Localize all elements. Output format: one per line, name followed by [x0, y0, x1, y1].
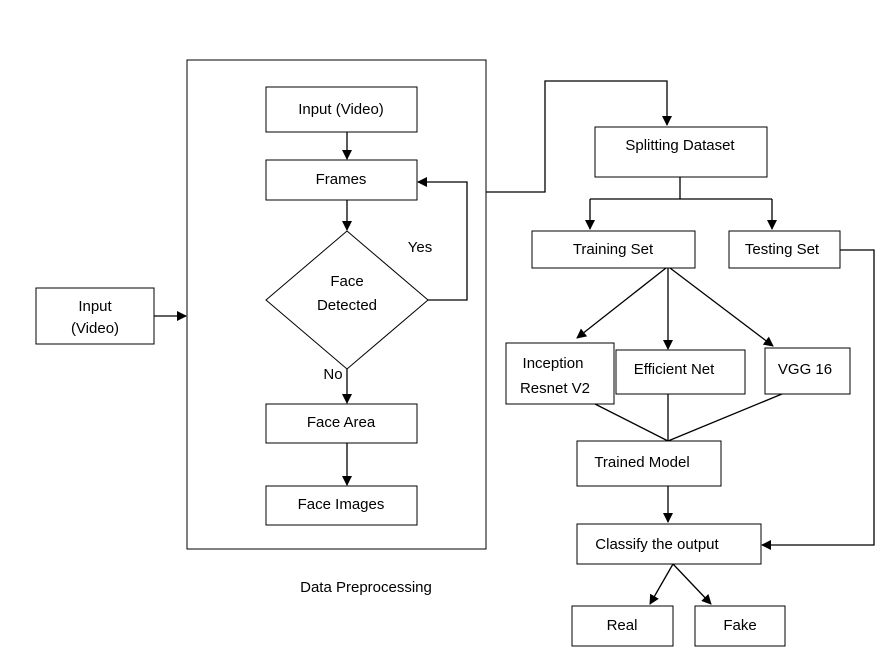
fake-label: Fake: [723, 617, 756, 634]
face-images-box: [265, 485, 418, 526]
container-to-splitting-arrow: [486, 80, 672, 193]
inception-to-trained-line: [594, 403, 669, 442]
preprocessing-caption: Data Preprocessing: [300, 579, 432, 596]
efficient-net-label: Efficient Net: [634, 361, 715, 378]
testing-to-classify-arrow: [761, 249, 875, 550]
no-label: No: [323, 366, 342, 383]
fake-box: [694, 605, 786, 647]
frames-label: Frames: [316, 171, 367, 188]
testing-set-box: [728, 230, 841, 269]
training-to-vgg-arrow: [669, 267, 774, 347]
vgg-to-trained-line: [667, 393, 783, 442]
external-input-label-line1: Input: [78, 298, 112, 315]
face-area-box: [265, 403, 418, 444]
real-box: [571, 605, 674, 647]
yes-label: Yes: [408, 239, 432, 256]
training-set-label: Training Set: [573, 241, 654, 258]
training-to-inception-arrow: [576, 267, 667, 339]
trained-model-box: [576, 440, 722, 487]
classify-output-label: Classify the output: [595, 536, 719, 553]
decision-label-line2: Detected: [317, 297, 377, 314]
classify-to-real-arrow: [649, 563, 674, 605]
external-input-box: [35, 287, 155, 345]
inception-label-line1: Inception: [523, 355, 584, 372]
input-video-box: [265, 86, 418, 133]
testing-set-label: Testing Set: [745, 241, 820, 258]
splitting-dataset-label: Splitting Dataset: [625, 137, 735, 154]
inception-label-line2: Resnet V2: [520, 380, 590, 397]
input-video-label: Input (Video): [298, 101, 384, 118]
frames-box: [265, 159, 418, 201]
splitting-dataset-box: [594, 126, 768, 178]
external-input-label-line2: (Video): [71, 320, 119, 337]
efficient-net-box: [615, 349, 746, 395]
classify-to-fake-arrow: [672, 563, 712, 605]
classify-output-box: [576, 523, 762, 565]
vgg16-label: VGG 16: [778, 361, 832, 378]
face-images-label: Face Images: [298, 496, 385, 513]
face-area-label: Face Area: [307, 414, 376, 431]
real-label: Real: [607, 617, 638, 634]
vgg16-box: [764, 347, 851, 395]
inception-box: [505, 342, 615, 405]
trained-model-label: Trained Model: [594, 454, 689, 471]
decision-label-line1: Face: [330, 273, 363, 290]
yes-loop-arrow: [417, 177, 468, 301]
training-set-box: [531, 230, 696, 269]
